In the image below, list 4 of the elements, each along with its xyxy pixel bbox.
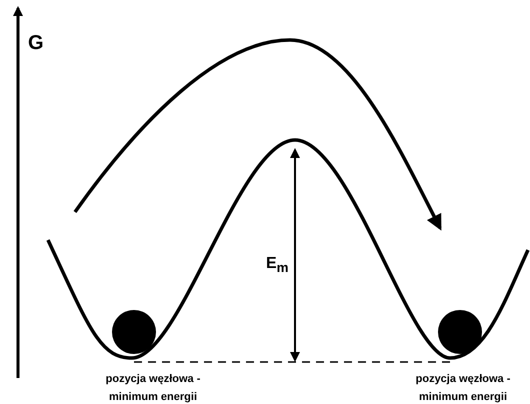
caption-text: pozycja węzłowa - minimum energii bbox=[104, 372, 202, 404]
caption-text: pozycja węzłowa - minimum energii bbox=[414, 372, 512, 404]
axis-label: G bbox=[28, 32, 44, 55]
dimension-label: E$_{m}$ bbox=[266, 255, 289, 276]
